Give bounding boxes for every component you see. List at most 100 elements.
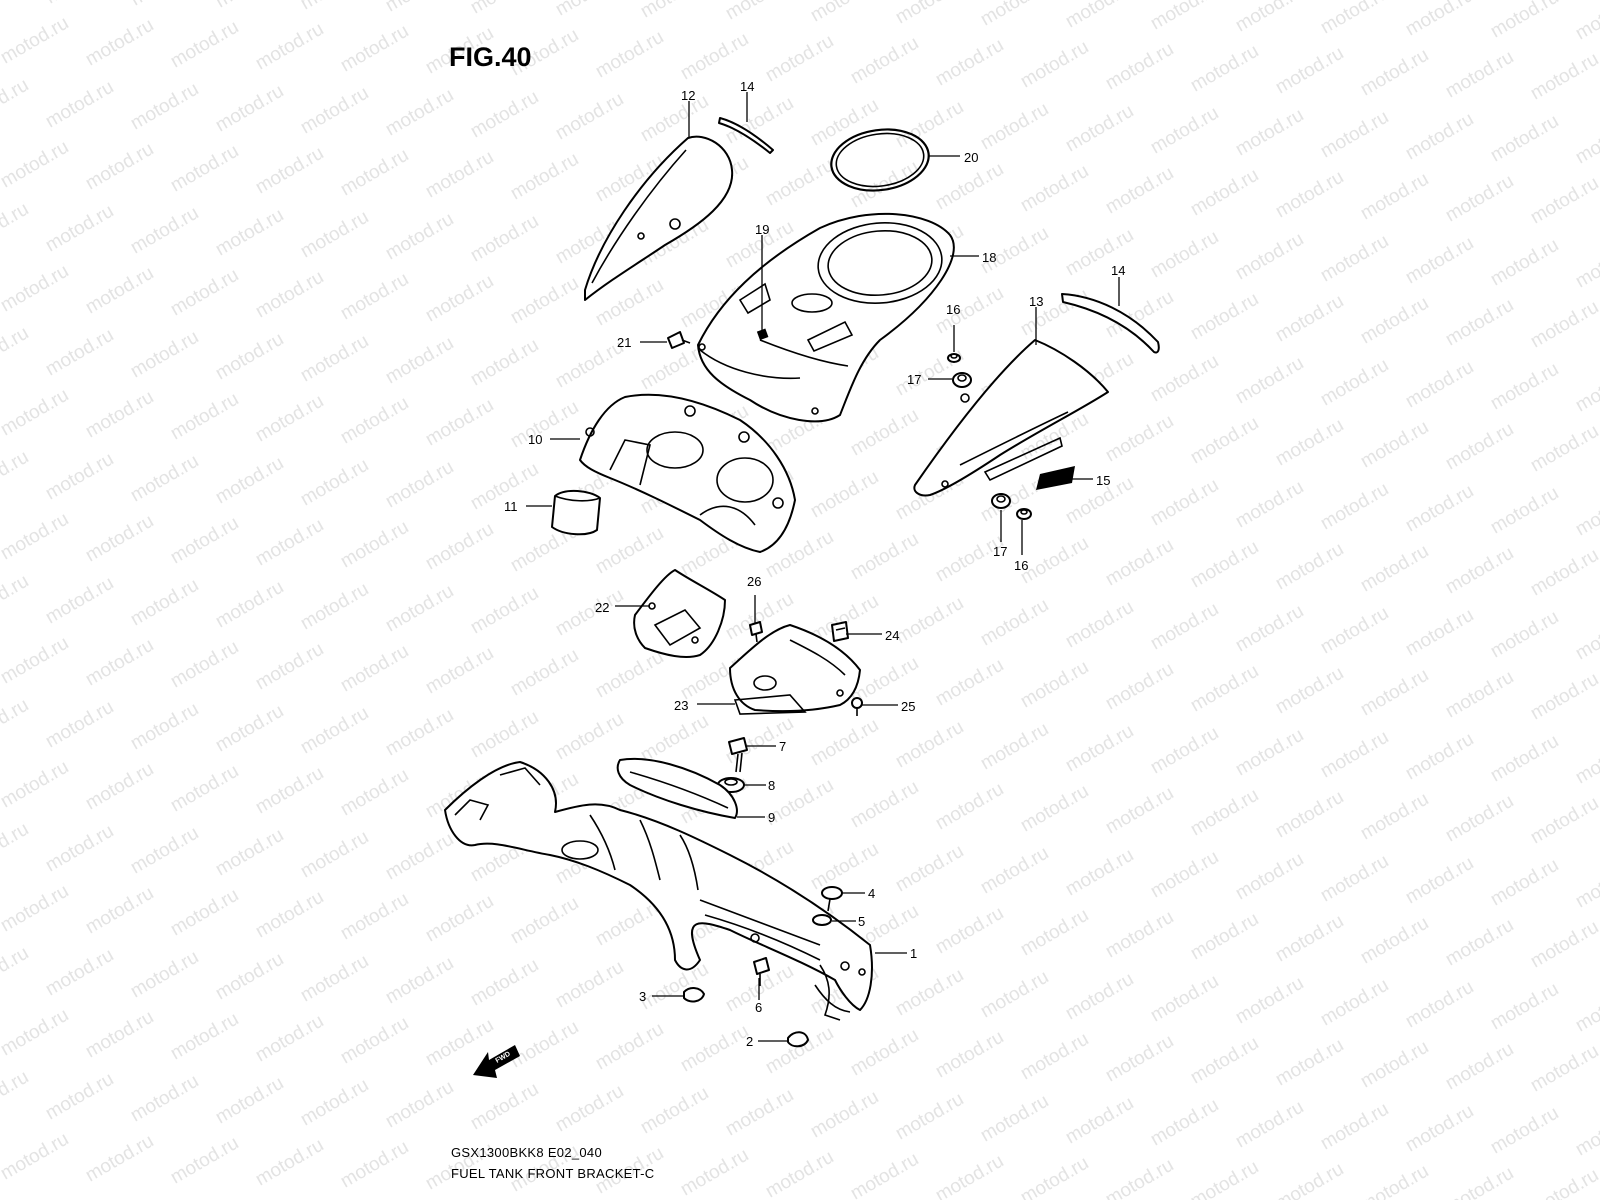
- assembly-name: FUEL TANK FRONT BRACKET-C: [451, 1166, 655, 1181]
- callout-12: 12: [681, 88, 695, 103]
- part-16-grommet-upper: [947, 353, 961, 363]
- watermark-text: motod.ru: [507, 1017, 582, 1073]
- watermark-text: motod.ru: [127, 203, 202, 259]
- watermark-text: motod.ru: [0, 385, 72, 441]
- watermark-text: motod.ru: [252, 19, 327, 75]
- watermark-text: motod.ru: [807, 467, 882, 523]
- watermark-text: motod.ru: [892, 0, 967, 28]
- watermark-text: motod.ru: [0, 75, 32, 131]
- watermark-text: motod.ru: [1187, 1033, 1262, 1089]
- watermark-text: motod.ru: [1442, 667, 1517, 723]
- watermark-text: motod.ru: [1317, 107, 1392, 163]
- watermark-text: motod.ru: [1187, 1157, 1262, 1200]
- watermark-text: motod.ru: [1357, 417, 1432, 473]
- part-6-bolt: [753, 957, 770, 986]
- watermark-text: motod.ru: [1527, 545, 1600, 601]
- watermark-text: motod.ru: [1357, 45, 1432, 101]
- watermark-text: motod.ru: [1442, 171, 1517, 227]
- callout-15: 15: [1096, 473, 1110, 488]
- watermark-text: motod.ru: [1232, 105, 1307, 161]
- watermark-text: motod.ru: [167, 513, 242, 569]
- part-14-right-strip: [1061, 293, 1160, 354]
- callout-17-upper: 17: [907, 372, 921, 387]
- watermark-text: motod.ru: [467, 707, 542, 763]
- watermark-text: motod.ru: [0, 199, 32, 255]
- watermark-text: motod.ru: [467, 335, 542, 391]
- watermark-text: motod.ru: [507, 149, 582, 205]
- watermark-text: motod.ru: [1272, 539, 1347, 595]
- watermark-text: motod.ru: [1017, 285, 1092, 341]
- watermark-text: motod.ru: [127, 699, 202, 755]
- callout-14-right: 14: [1111, 263, 1125, 278]
- watermark-text: motod.ru: [592, 647, 667, 703]
- watermark-text: motod.ru: [42, 325, 117, 381]
- watermark-text: motod.ru: [422, 891, 497, 947]
- watermark-text: motod.ru: [382, 85, 457, 141]
- watermark-text: motod.ru: [422, 643, 497, 699]
- watermark-text: motod.ru: [0, 447, 32, 503]
- callout-11: 11: [504, 499, 518, 514]
- watermark-text: motod.ru: [1527, 49, 1600, 105]
- watermark-text: motod.ru: [1017, 781, 1092, 837]
- part-23-bracket: [729, 624, 861, 715]
- callout-3: 3: [639, 989, 646, 1004]
- watermark-text: motod.ru: [1317, 479, 1392, 535]
- watermark-text: motod.ru: [297, 827, 372, 883]
- watermark-text: motod.ru: [592, 1019, 667, 1075]
- watermark-text: motod.ru: [0, 819, 32, 875]
- watermark-text: motod.ru: [337, 145, 412, 201]
- watermark-text: motod.ru: [1147, 599, 1222, 655]
- watermark-text: motod.ru: [42, 821, 117, 877]
- watermark-text: motod.ru: [1147, 0, 1222, 34]
- watermark-text: motod.ru: [932, 35, 1007, 91]
- callout-24: 24: [885, 628, 899, 643]
- watermark-text: motod.ru: [0, 571, 32, 627]
- watermark-text: motod.ru: [212, 329, 287, 385]
- watermark-text: motod.ru: [1272, 1035, 1347, 1091]
- watermark-text: motod.ru: [1232, 849, 1307, 905]
- watermark-text: motod.ru: [382, 333, 457, 389]
- watermark-text: motod.ru: [1442, 543, 1517, 599]
- watermark-text: motod.ru: [1487, 359, 1562, 415]
- watermark-text: motod.ru: [1357, 913, 1432, 969]
- watermark-text: motod.ru: [297, 83, 372, 139]
- watermark-text: motod.ru: [297, 579, 372, 635]
- watermark-text: motod.ru: [42, 201, 117, 257]
- watermark-text: motod.ru: [0, 137, 72, 193]
- watermark-text: motod.ru: [1272, 43, 1347, 99]
- watermark-text: motod.ru: [1402, 853, 1477, 909]
- part-14-upper-strip: [718, 117, 774, 154]
- watermark-text: motod.ru: [212, 0, 287, 12]
- part-17-cushion-lower: [991, 493, 1011, 509]
- watermark-text: motod.ru: [1017, 905, 1092, 961]
- callout-22: 22: [595, 600, 609, 615]
- watermark-text: motod.ru: [252, 763, 327, 819]
- watermark-text: motod.ru: [762, 1023, 837, 1079]
- watermark-text: motod.ru: [42, 0, 117, 8]
- watermark-text: motod.ru: [1527, 793, 1600, 849]
- callout-14-upper: 14: [740, 79, 754, 94]
- watermark-text: motod.ru: [1442, 1039, 1517, 1095]
- leader-lines: [526, 92, 1120, 1042]
- watermark-text: motod.ru: [337, 889, 412, 945]
- watermark-text: motod.ru: [1272, 291, 1347, 347]
- watermark-text: motod.ru: [1317, 851, 1392, 907]
- watermark-text: motod.ru: [1487, 607, 1562, 663]
- watermark-text: motod.ru: [167, 389, 242, 445]
- watermark-text: motod.ru: [722, 0, 797, 24]
- part-15-pad: [1036, 466, 1075, 490]
- watermark-text: motod.ru: [892, 965, 967, 1021]
- watermark-text: motod.ru: [1572, 857, 1600, 913]
- watermark-text: motod.ru: [82, 139, 157, 195]
- watermark-text: motod.ru: [892, 717, 967, 773]
- watermark-text: motod.ru: [382, 953, 457, 1009]
- callout-labels: 12 14 20 19 18 14 13 21 16 17 10 15 11 1…: [504, 79, 1125, 1049]
- watermark-text: motod.ru: [677, 1021, 752, 1077]
- watermark-text: motod.ru: [1402, 0, 1477, 40]
- watermark-text: motod.ru: [1357, 541, 1432, 597]
- callout-21: 21: [617, 335, 631, 350]
- part-26-screw: [749, 621, 763, 643]
- watermark-text: motod.ru: [422, 395, 497, 451]
- watermark-text: motod.ru: [252, 639, 327, 695]
